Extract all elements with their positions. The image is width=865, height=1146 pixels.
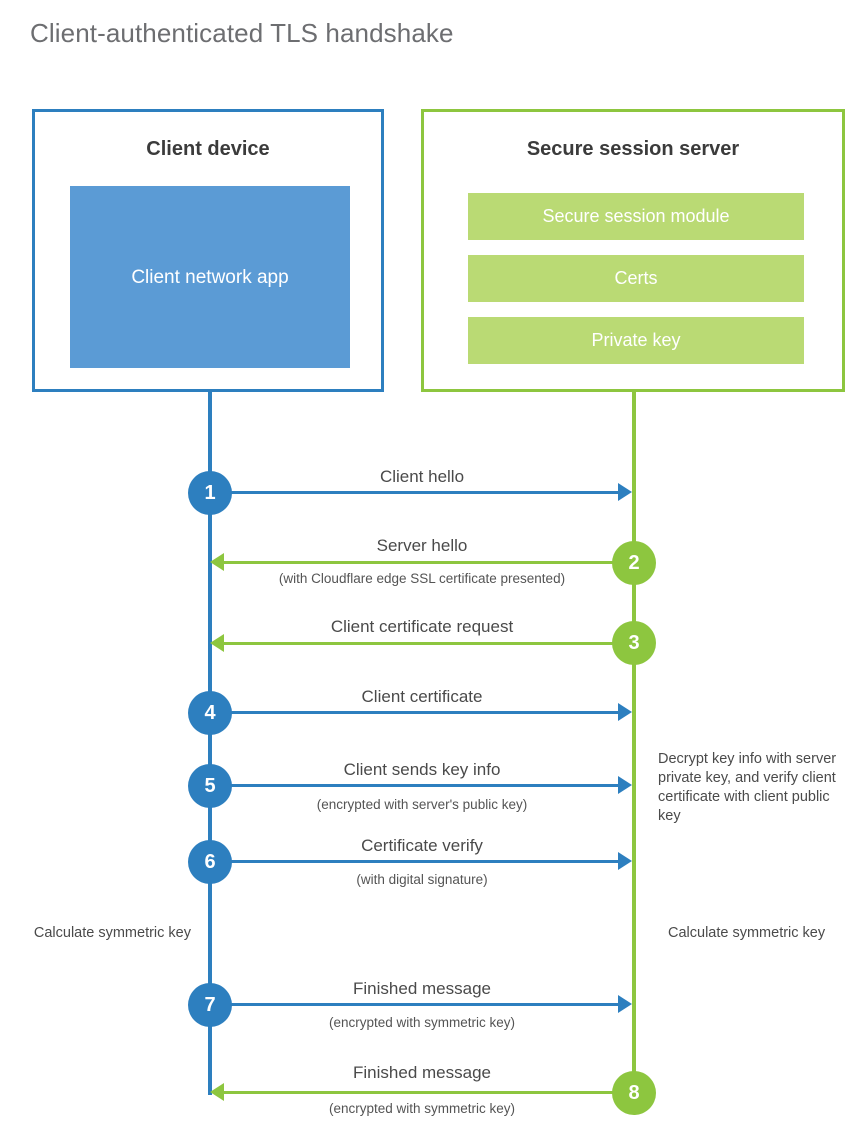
step-7-arrow-head-icon <box>618 995 632 1013</box>
step-7-number-badge: 7 <box>188 983 232 1027</box>
step-5-sublabel: (encrypted with server's public key) <box>316 797 528 812</box>
step-8-arrow-line <box>214 1091 634 1094</box>
step-3-arrow-line <box>214 642 634 645</box>
server-lifeline <box>632 390 636 1095</box>
step-7-sublabel: (encrypted with symmetric key) <box>328 1015 516 1030</box>
step-5-number-badge: 5 <box>188 764 232 808</box>
step-3-arrow-head-icon <box>210 634 224 652</box>
step-4-arrow-head-icon <box>618 703 632 721</box>
step-5-arrow-line <box>210 784 620 787</box>
step-8-arrow-head-icon <box>210 1083 224 1101</box>
client-network-app-block: Client network app <box>70 186 350 368</box>
step-3-number-badge: 3 <box>612 621 656 665</box>
step-8-label: Finished message <box>353 1063 491 1082</box>
step-4-number-badge: 4 <box>188 691 232 735</box>
step-5-label: Client sends key info <box>343 760 501 779</box>
step-6-number-badge: 6 <box>188 840 232 884</box>
client-device-box: Client device Client network app <box>32 109 384 392</box>
step-1-label: Client hello <box>379 467 465 486</box>
page-title: Client-authenticated TLS handshake <box>30 18 454 48</box>
server-calculate-symmetric-key-annotation: Calculate symmetric key <box>668 925 826 941</box>
step-1-number-badge: 1 <box>188 471 232 515</box>
step-7-arrow-line <box>210 1003 620 1006</box>
step-1-arrow-line <box>210 491 620 494</box>
step-2-arrow-head-icon <box>210 553 224 571</box>
step-7-label: Finished message <box>353 979 491 998</box>
step-6-sublabel: (with digital signature) <box>356 872 488 887</box>
step-6-arrow-head-icon <box>618 852 632 870</box>
step-5-arrow-head-icon <box>618 776 632 794</box>
secure-session-server-title: Secure session server <box>526 138 740 160</box>
step-3-label: Client certificate request <box>330 617 514 636</box>
server-component-private-key: Private key <box>468 317 804 364</box>
client-lifeline <box>208 390 212 1095</box>
step-4-label: Client certificate <box>361 687 483 706</box>
step-4-arrow-line <box>210 711 620 714</box>
client-calculate-symmetric-key-annotation: Calculate symmetric key <box>33 925 191 941</box>
server-decrypt-annotation: Decrypt key info with server private key… <box>658 751 837 824</box>
step-6-arrow-line <box>210 860 620 863</box>
step-8-number-badge: 8 <box>612 1071 656 1115</box>
step-6-label: Certificate verify <box>361 836 483 855</box>
step-1-arrow-head-icon <box>618 483 632 501</box>
step-2-label: Server hello <box>376 536 468 555</box>
step-2-arrow-line <box>214 561 634 564</box>
server-component-certs: Certs <box>468 255 804 302</box>
step-2-sublabel: (with Cloudflare edge SSL certificate pr… <box>278 571 566 586</box>
secure-session-server-box: Secure session server Secure session mod… <box>421 109 845 392</box>
step-2-number-badge: 2 <box>612 541 656 585</box>
step-8-sublabel: (encrypted with symmetric key) <box>328 1101 516 1116</box>
server-component-secure-session-module: Secure session module <box>468 193 804 240</box>
client-device-title: Client device <box>146 138 270 160</box>
